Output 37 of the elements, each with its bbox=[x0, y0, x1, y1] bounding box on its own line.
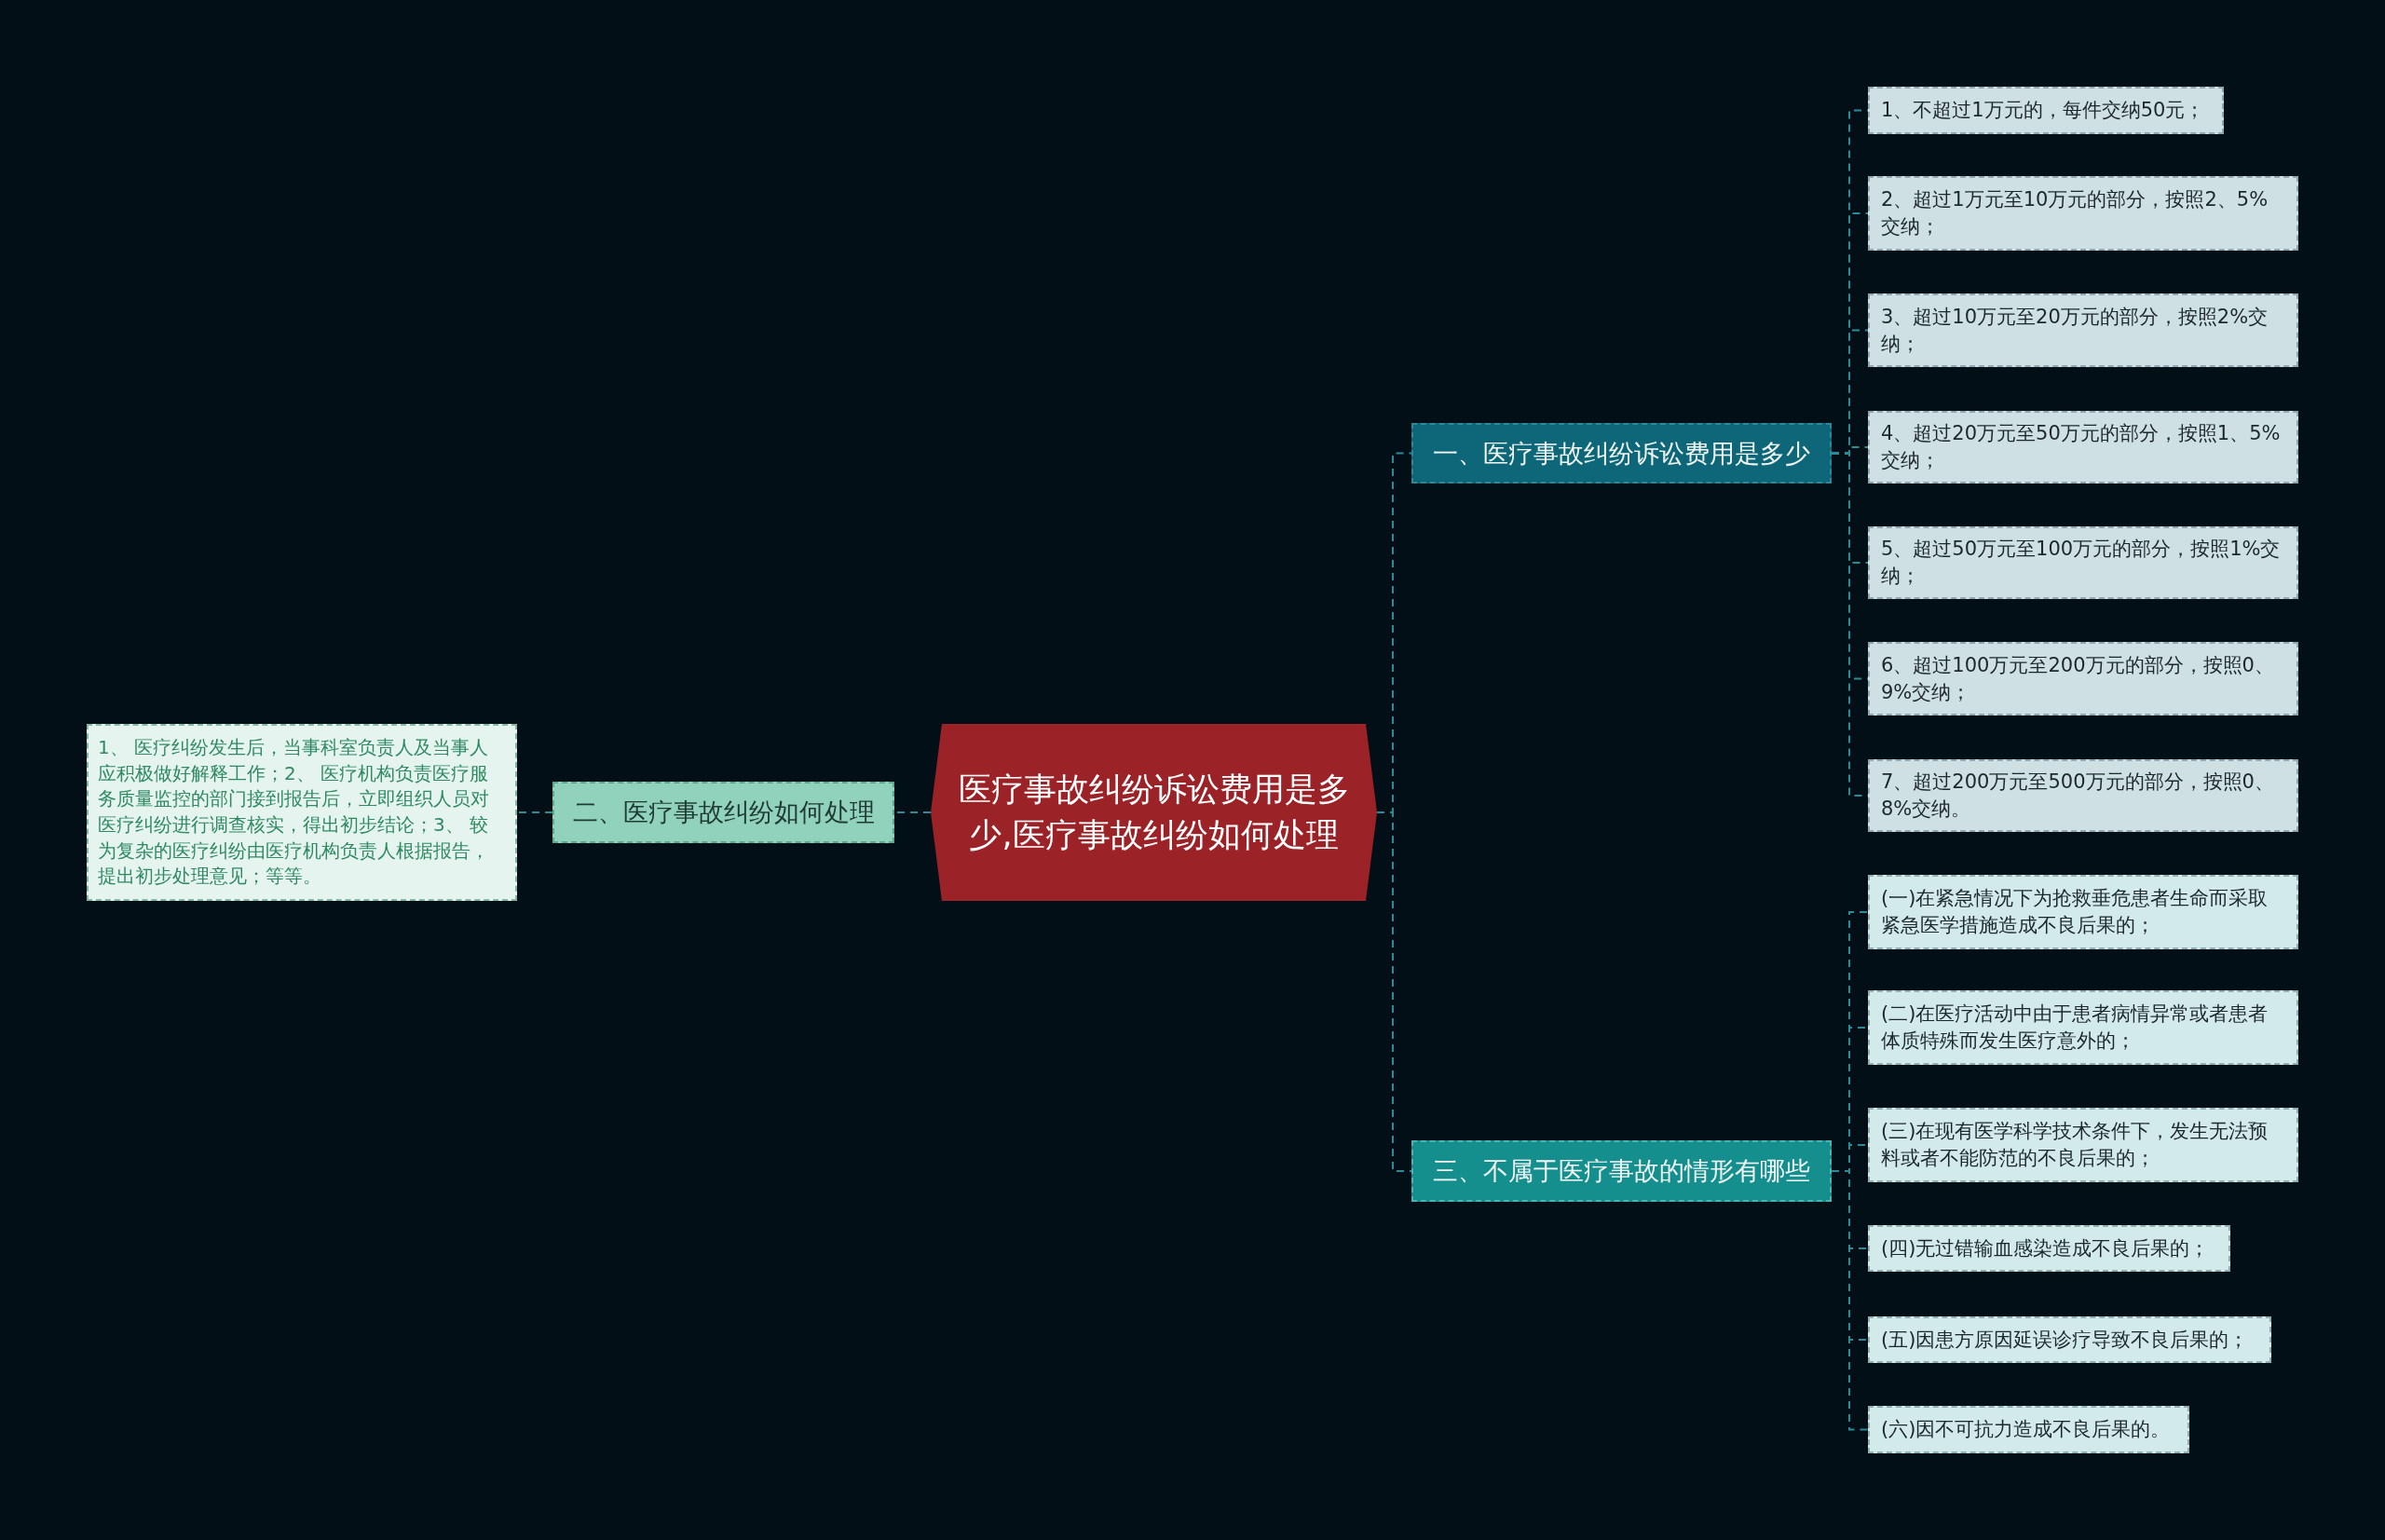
connector-line bbox=[516, 811, 553, 813]
detail-text: (三)在现有医学科学技术条件下，发生无法预料或者不能防范的不良后果的； bbox=[1881, 1119, 2269, 1171]
detail-text: (一)在紧急情况下为抢救垂危患者生命而采取紧急医学措施造成不良后果的； bbox=[1881, 886, 2269, 938]
detail-card bbox=[1868, 87, 2224, 134]
detail-text: 5、超过50万元至100万元的部分，按照1%交纳； bbox=[1881, 537, 2282, 589]
detail-text: 2、超过1万元至10万元的部分，按照2、5%交纳； bbox=[1881, 187, 2269, 239]
detail-card bbox=[1868, 875, 2298, 949]
detail-card bbox=[1868, 642, 2298, 715]
detail-card bbox=[1868, 176, 2298, 251]
detail-text: (二)在医疗活动中由于患者病情异常或者患者体质特殊而发生医疗意外的； bbox=[1881, 1002, 2269, 1054]
detail-text: 4、超过20万元至50万元的部分，按照1、5%交纳； bbox=[1881, 421, 2282, 473]
branch-title: 一、医疗事故纠纷诉讼费用是多少 bbox=[1433, 437, 1810, 470]
detail-card bbox=[1868, 1108, 2298, 1182]
detail-card bbox=[1868, 990, 2298, 1065]
detail-card bbox=[1868, 759, 2298, 832]
detail-text: (五)因患方原因延误诊疗导致不良后果的； bbox=[1881, 1327, 2249, 1353]
detail-text: 7、超过200万元至500万元的部分，按照0、8%交纳。 bbox=[1881, 770, 2275, 822]
detail-card bbox=[1868, 1406, 2189, 1453]
detail-text: 6、超过100万元至200万元的部分，按照0、9%交纳； bbox=[1881, 652, 2275, 705]
branch-topic bbox=[1411, 423, 1832, 484]
detail-card bbox=[1868, 411, 2298, 484]
branch-topic bbox=[1411, 1140, 1832, 1202]
topic-title: 医疗事故纠纷诉讼费用是多少,医疗事故纠纷如何处理 bbox=[957, 770, 1351, 855]
detail-text: (四)无过错输血感染造成不良后果的； bbox=[1881, 1235, 2210, 1261]
detail-card bbox=[1868, 526, 2298, 599]
branch-topic bbox=[552, 782, 894, 843]
detail-text: 1、不超过1万元的，每件交纳50元； bbox=[1881, 98, 2205, 123]
detail-card bbox=[87, 724, 517, 901]
detail-card bbox=[1868, 1225, 2230, 1272]
detail-text: (六)因不可抗力造成不良后果的。 bbox=[1881, 1417, 2171, 1442]
detail-card bbox=[1868, 1316, 2271, 1363]
branch-title: 三、不属于医疗事故的情形有哪些 bbox=[1433, 1155, 1810, 1187]
detail-text: 1、 医疗纠纷发生后，当事科室负责人及当事人应积极做好解释工作；2、 医疗机构负责医疗服务质量监控的部门接到报告后，立即组织人员对医疗纠纷进行调查核实，得出初步结论；3、 较为复杂的医疗纠纷由医疗机构负责人根据报告，提出初步处理意见；等等。 bbox=[98, 735, 490, 890]
detail-text: 3、超过10万元至20万元的部分，按照2%交纳； bbox=[1881, 304, 2269, 357]
connector-line bbox=[1831, 1170, 1869, 1431]
detail-card bbox=[1868, 293, 2298, 367]
branch-title: 二、医疗事故纠纷如何处理 bbox=[572, 797, 875, 828]
